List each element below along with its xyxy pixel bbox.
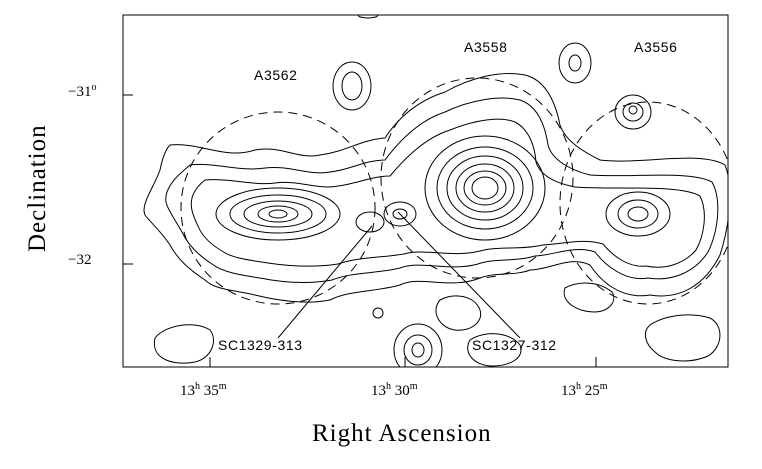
cluster-label-a3562: A3562 (254, 67, 297, 83)
shapley-group-knots (355, 201, 417, 233)
a3562-core-contours (215, 187, 341, 241)
y-tick-label-31: −31o (68, 82, 96, 100)
cluster-label-a3558: A3558 (464, 39, 507, 55)
y-axis-title: Declination (24, 124, 51, 252)
x-axis-title: Right Ascension (312, 420, 492, 447)
group-label-sc1329: SC1329-313 (218, 337, 303, 353)
y-tick-label-32: −32 (68, 252, 91, 268)
diffuse-emission-contours (143, 73, 728, 303)
sc1329-pointer-line (277, 225, 373, 339)
a3556-core-contours (605, 191, 671, 237)
a3556-dashed-circle (559, 101, 728, 305)
x-tick-label-25: 13h 25m (561, 381, 608, 399)
a3558-dashed-circle (380, 77, 574, 279)
a3558-core-contours (424, 135, 546, 241)
cluster-label-a3556: A3556 (634, 39, 677, 55)
x-tick-label-35: 13h 35m (180, 381, 227, 399)
plot-frame (122, 14, 729, 368)
x-tick-label-30: 13h 30m (371, 381, 418, 399)
a3562-dashed-circle (180, 111, 376, 305)
sc1327-pointer-line (397, 211, 521, 339)
isolated-source-contours (153, 15, 721, 367)
group-label-sc1327: SC1327-312 (472, 337, 557, 353)
